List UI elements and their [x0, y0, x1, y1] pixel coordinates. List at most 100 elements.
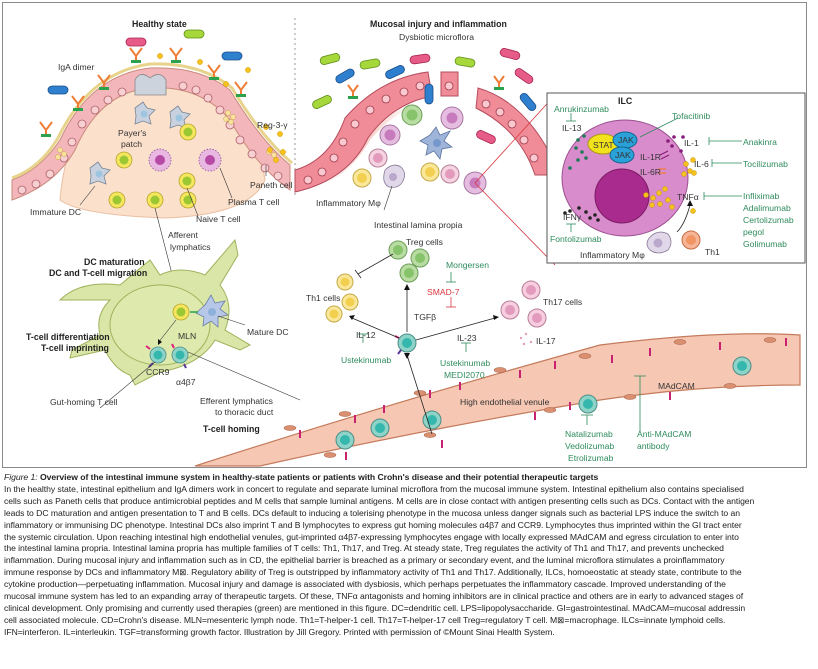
drug-vedolizumab: Vedolizumab — [565, 441, 614, 451]
drug-adalimumab: Adalimumab — [743, 203, 791, 213]
lamina-propria-label: Intestinal lamina propia — [374, 220, 463, 230]
ifng-label: IFNγ — [563, 212, 582, 222]
caption-line: leads to DC maturation and antigen prese… — [4, 507, 741, 518]
caption-line: clinical development. Only promising and… — [4, 602, 746, 613]
ilc-inflammatory-mphi-label: Inflammatory Mφ — [580, 250, 645, 260]
iga-j-chains — [41, 60, 246, 137]
inflamed-panel — [294, 48, 556, 266]
afferent-lymphatics-label-2: lymphatics — [170, 242, 211, 252]
il17-label: IL-17 — [536, 336, 556, 346]
t-helper-network — [325, 240, 547, 435]
healthy-mucus-layer — [11, 62, 293, 180]
healthy-bacteria — [47, 29, 243, 95]
a4b7-label: α4β7 — [176, 377, 196, 387]
madcam-inhibitor — [634, 375, 646, 432]
dysbiotic-bacteria — [312, 48, 537, 144]
circulating-t-cells — [335, 356, 752, 450]
drug-tocilizumab: Tocilizumab — [743, 159, 788, 169]
bacterium-blue — [47, 85, 69, 95]
th1-cells-label: Th1 cells — [306, 293, 340, 303]
tnf-arrow — [676, 204, 691, 233]
venule-label: High endothelial venule — [460, 397, 550, 407]
reg3-label: Reg-3-γ — [257, 120, 288, 130]
drug-certolizumab: Certolizumab — [743, 215, 794, 225]
healthy-state-panel: Healthy state IgA dimer Payer's patch Re… — [11, 19, 293, 306]
drug-ustekinumab-il23: Ustekinumab — [440, 358, 490, 368]
caption-line: cytokine production—perpetuating inflamm… — [4, 579, 726, 590]
drug-anakinra: Anakinra — [743, 137, 777, 147]
caption-line: inflammatory or immunising DC phenotype.… — [4, 519, 742, 530]
drug-anti-madcam-2: antibody — [637, 441, 670, 451]
paneth-granules — [55, 110, 277, 160]
caption-line: the intestinal lamina propria. Intestina… — [4, 543, 724, 554]
healthy-state-title: Healthy state — [132, 19, 187, 29]
lamina-propria-cells — [352, 104, 487, 195]
high-endothelial-venule — [194, 333, 801, 467]
mature-dc-label: Mature DC — [247, 327, 289, 337]
caption-line: IFN=interferon. IL=interleukin. TGF=tran… — [4, 626, 555, 637]
immune-system-diagram: Healthy state IgA dimer Payer's patch Re… — [11, 18, 806, 467]
ccr9-label: CCR9 — [146, 367, 170, 377]
m-cell — [134, 74, 167, 96]
bacterium-red — [125, 37, 147, 47]
t-cell-differentiation-1: T-cell differentiation — [26, 332, 110, 342]
ilc-nucleus — [594, 168, 650, 224]
efferent-lymphatics-label-1: Efferent lymphatics — [200, 396, 273, 406]
dc-maturation-title-1: DC maturation — [84, 257, 145, 267]
efferent-lymphatics-label-2: to thoracic duct — [215, 407, 274, 417]
drug-infliximab: Infliximab — [743, 191, 780, 201]
madcam-label: MAdCAM — [658, 381, 695, 391]
jak-label-2: JAK — [615, 150, 631, 160]
il12-label: IL-12 — [356, 330, 376, 340]
drug-etrolizumab: Etrolizumab — [568, 453, 614, 463]
dysbiotic-microflora-label: Dysbiotic microflora — [399, 32, 474, 42]
il1r-label: IL-1R — [640, 152, 661, 162]
jak-label-1: JAK — [618, 135, 634, 145]
caption-line: immune response by DCs and inflammatory … — [4, 567, 742, 578]
drug-pegol: pegol — [743, 227, 764, 237]
mln-label: MLN — [178, 331, 196, 341]
iga-dimer-label: IgA dimer — [58, 62, 94, 72]
caption-figure-label: Figure 1: — [4, 472, 38, 482]
immature-dc-label: Immature DC — [30, 207, 81, 217]
caption-heading: Figure 1: Overview of the intestinal imm… — [4, 472, 812, 484]
il23-label: IL-23 — [457, 333, 477, 343]
caption-line: inflammation. During mucosal injury and … — [4, 555, 725, 566]
bacterium-green — [183, 29, 205, 39]
caption-line: cells such as Paneth cells that produce … — [4, 495, 755, 506]
naive-t-cell-label: Naive T cell — [196, 214, 241, 224]
healthy-epithelium — [11, 67, 291, 201]
payers-patch-label-2: patch — [121, 139, 142, 149]
stat-label: STAT — [593, 140, 614, 150]
madcam-molecules — [299, 338, 787, 460]
dc-maturation-title-2: DC and T-cell migration — [49, 268, 147, 278]
epithelial-cells — [17, 81, 283, 195]
jak-protein-2 — [609, 146, 635, 164]
t-cell-homing-label: T-cell homing — [203, 424, 260, 434]
drug-medi2070: MEDI2070 — [444, 370, 485, 380]
gut-homing-t-cell-label: Gut-homing T cell — [50, 397, 118, 407]
ilc-th1-label: Th1 — [705, 247, 720, 257]
plasma-cell-label: Plasma T cell — [228, 197, 279, 207]
il1-label: IL-1 — [684, 138, 699, 148]
il6r-label: IL-6R — [640, 167, 661, 177]
plasma-cells — [148, 148, 222, 172]
drug-golimumab: Golimumab — [743, 239, 787, 249]
caption-title: Overview of the intestinal immune system… — [39, 472, 599, 482]
tgfb-label: TGFβ — [414, 312, 436, 322]
drug-ustekinumab-il12: Ustekinumab — [341, 355, 391, 365]
drug-tofacitinib: Tofacitinib — [672, 111, 710, 121]
drug-anrukinzumab: Anrukinzumab — [554, 104, 609, 114]
ilc-title: ILC — [618, 96, 633, 106]
drug-anti-madcam-1: Anti-MAdCAM — [637, 429, 691, 439]
inflammatory-mphi-label: Inflammatory Mφ — [316, 198, 381, 208]
inflamed-title: Mucosal injury and inflammation — [370, 19, 507, 29]
drug-mongersen: Mongersen — [446, 260, 489, 270]
caption-line: In the healthy state, intestinal epithel… — [4, 483, 744, 494]
drug-natalizumab: Natalizumab — [565, 429, 613, 439]
caption-line: cell associated molecule. CD=Crohn's dis… — [4, 614, 726, 625]
afferent-lymphatics-label-1: Afferent — [168, 230, 199, 240]
payers-patch-label-1: Payer's — [118, 128, 146, 138]
il6-label: IL-6 — [694, 159, 709, 169]
figure-caption: Figure 1: Overview of the intestinal imm… — [4, 472, 812, 639]
